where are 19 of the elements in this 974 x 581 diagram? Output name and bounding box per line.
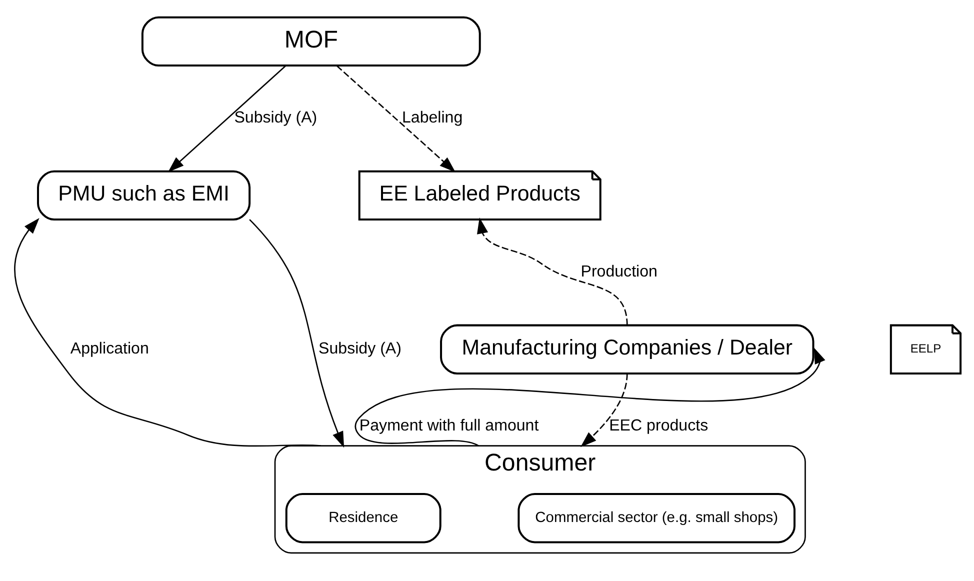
edge-label: Production — [580, 262, 657, 281]
edge-label: Subsidy (A) — [318, 340, 402, 358]
edge-label: Labeling — [401, 108, 462, 127]
arrow — [248, 219, 344, 448]
node-box: Commercial sector (e.g. small shops) — [517, 493, 796, 544]
arrow — [354, 348, 825, 446]
edge-label: Application — [70, 340, 148, 358]
edge-label: Payment with full amount — [358, 416, 538, 435]
arrow — [336, 65, 455, 172]
arrow — [14, 218, 320, 447]
node-box: Residence — [284, 493, 441, 544]
node-box: MOF — [140, 16, 480, 67]
node-box: PMU such as EMI — [36, 170, 250, 221]
arrow — [167, 65, 286, 172]
arrow — [580, 373, 628, 448]
edge-label: Subsidy (A) — [234, 108, 317, 127]
node-box: Manufacturing Companies / Dealer — [440, 324, 814, 375]
arrow — [476, 218, 628, 326]
edge-label: EEC products — [608, 416, 708, 435]
